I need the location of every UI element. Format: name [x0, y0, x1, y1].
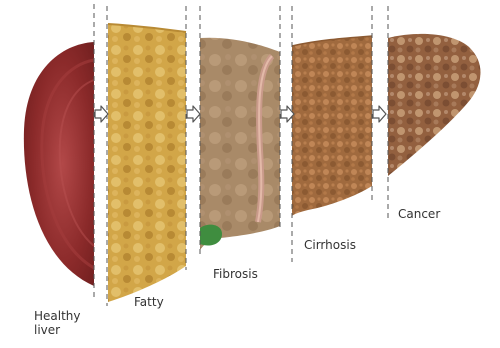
healthy-label-line2: liver [34, 323, 81, 337]
cancer-label: Cancer [398, 207, 440, 221]
fatty-liver-segment [108, 24, 186, 302]
arrow-right-icon [187, 106, 200, 122]
fibrosis-label: Fibrosis [213, 267, 258, 281]
arrow-right-icon [95, 106, 108, 122]
healthy-liver-segment [24, 42, 94, 286]
fatty-label: Fatty [134, 295, 164, 309]
cancer-liver-segment [388, 34, 481, 176]
healthy-label-line1: Healthy [34, 309, 81, 323]
fibrosis-liver-segment [200, 38, 280, 250]
cirrhosis-liver-segment [292, 36, 372, 216]
cirrhosis-label: Cirrhosis [304, 238, 356, 252]
healthy-liver-label: Healthy liver [34, 309, 81, 337]
gallbladder [200, 225, 222, 246]
arrow-right-icon [373, 106, 386, 122]
